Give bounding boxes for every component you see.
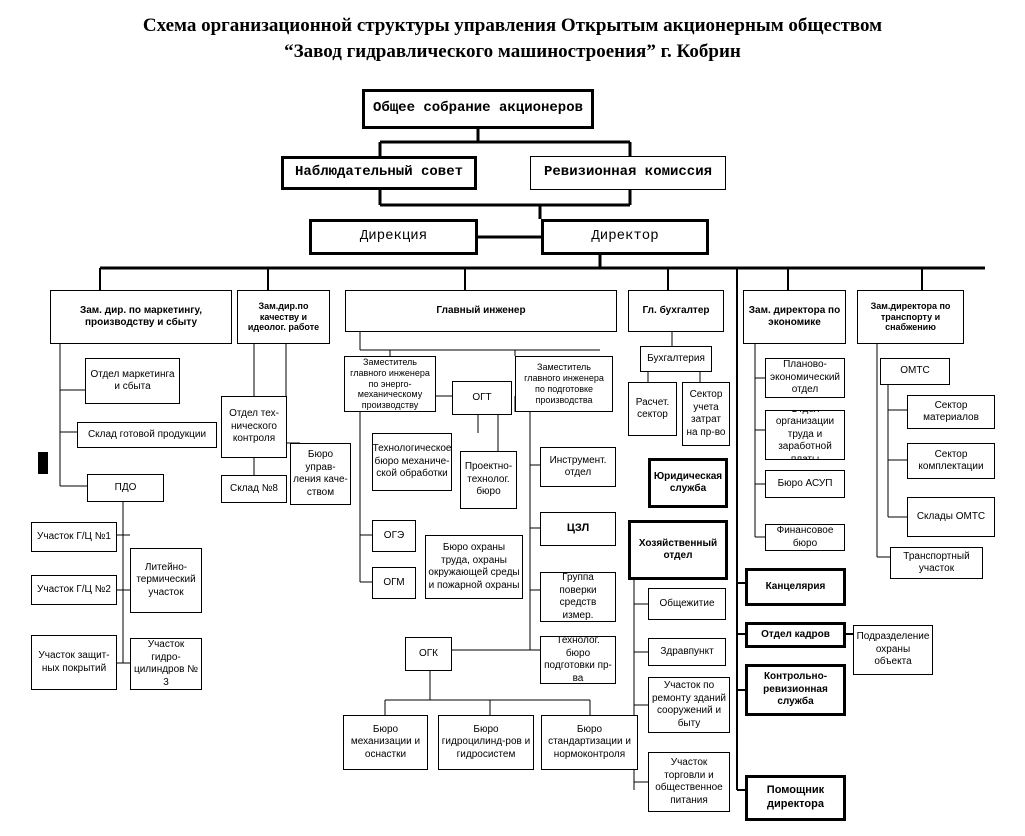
box-kits-sector: Сектор комплектации — [907, 443, 995, 479]
box-repair-section: Участок по ремонту зданий сооружений и б… — [648, 677, 730, 733]
box-materials-sector: Сектор материалов — [907, 395, 995, 429]
box-payroll-sector: Расчет. сектор — [628, 382, 677, 436]
diagram-title-line-1: Схема организационной структуры управлен… — [142, 15, 883, 36]
box-transport-section: Транспортный участок — [890, 547, 983, 579]
box-labor-safety-bureau: Бюро охраны труда, охраны окружающей сре… — [425, 535, 523, 599]
box-ogk: ОГК — [405, 637, 452, 671]
box-director-assistant: Помощник директора — [745, 775, 846, 821]
box-design-tech-bureau: Проектно-технолог. бюро — [460, 451, 517, 509]
box-section-3: Участок гидро-цилиндров № 3 — [130, 638, 202, 690]
box-hydro-bureau: Бюро гидроцилинд-ров и гидросистем — [438, 715, 534, 770]
box-cost-accounting-sector: Сектор учета затрат на пр-во — [682, 382, 730, 446]
box-coating-section: Участок защит-ных покрытий — [31, 635, 117, 690]
box-labor-org-dept: Отдел организации труда и заработной пла… — [765, 410, 845, 460]
box-tech-control-dept: Отдел тех-нического контроля — [221, 396, 287, 458]
box-deputy-quality: Зам.дир.по качеству и идеолог. работе — [237, 290, 330, 344]
box-deputy-prep: Заместитель главного инженера по подгото… — [515, 356, 613, 412]
box-instrument-dept: Инструмент. отдел — [540, 447, 616, 487]
box-security-unit: Подразделение охраны объекта — [853, 625, 933, 675]
box-asup-bureau: Бюро АСУП — [765, 470, 845, 498]
box-legal-service: Юридическая служба — [648, 458, 728, 508]
box-marketing-dept: Отдел маркетинга и сбыта — [85, 358, 180, 404]
box-director: Директор — [541, 219, 709, 255]
box-finance-bureau: Финансовое бюро — [765, 524, 845, 551]
box-deputy-economics: Зам. директора по экономике — [743, 290, 846, 344]
box-ogm: ОГМ — [372, 567, 416, 599]
box-section-1: Участок Г/Ц №1 — [31, 522, 117, 552]
box-dormitory: Общежитие — [648, 588, 726, 620]
box-finished-goods-warehouse: Склад готовой продукции — [77, 422, 217, 448]
box-quality-bureau: Бюро управ-ления каче-ством — [290, 443, 351, 505]
box-omts-warehouses: Склады ОМТС — [907, 497, 995, 537]
box-hr-dept: Отдел кадров — [745, 622, 846, 648]
box-general-meeting: Общее собрание акционеров — [362, 89, 594, 129]
box-tech-bureau-mech: Технологическое бюро механиче-ской обраб… — [372, 433, 452, 491]
box-foundry-section: Литейно-термический участок — [130, 548, 202, 613]
box-audit-service: Контрольно-ревизионная служба — [745, 664, 846, 716]
box-tech-prep-bureau: Технолог. бюро подготовки пр-ва — [540, 636, 616, 684]
box-standards-bureau: Бюро стандартизации и нормоконтроля — [541, 715, 638, 770]
box-warehouse-8: Склад №8 — [221, 475, 287, 503]
box-audit-commission: Ревизионная комиссия — [530, 156, 726, 190]
diagram-title-line-2: “Завод гидравлического машиностроения” г… — [284, 41, 741, 62]
box-ogt: ОГТ — [452, 381, 512, 415]
box-mechanization-bureau: Бюро механизации и оснастки — [343, 715, 428, 770]
box-verification-group: Группа поверки средств измер. — [540, 572, 616, 622]
box-czl: ЦЗЛ — [540, 512, 616, 546]
box-household-dept: Хозяйственный отдел — [628, 520, 728, 580]
box-ogi: ОГЭ — [372, 520, 416, 552]
box-directorate: Дирекция — [309, 219, 478, 255]
box-accounting: Бухгалтерия — [640, 346, 712, 372]
box-chief-accountant: Гл. бухгалтер — [628, 290, 724, 332]
box-section-2: Участок Г/Ц №2 — [31, 575, 117, 605]
box-planning-dept: Планово-экономический отдел — [765, 358, 845, 398]
box-chief-engineer: Главный инженер — [345, 290, 617, 332]
box-deputy-energy: Заместитель главного инженера по энерго-… — [344, 356, 436, 412]
box-deputy-transport: Зам.директора по транспорту и снабжению — [857, 290, 964, 344]
box-omts: ОМТС — [880, 358, 950, 385]
box-trade-section: Участок торговли и общественное питания — [648, 752, 730, 812]
box-supervisory-board: Наблюдательный совет — [281, 156, 477, 190]
box-deputy-marketing: Зам. дир. по маркетингу, производству и … — [50, 290, 232, 344]
box-pdo: ПДО — [87, 474, 164, 502]
margin-mark — [38, 452, 48, 474]
box-office: Канцелярия — [745, 568, 846, 606]
box-health-post: Здравпункт — [648, 638, 726, 666]
